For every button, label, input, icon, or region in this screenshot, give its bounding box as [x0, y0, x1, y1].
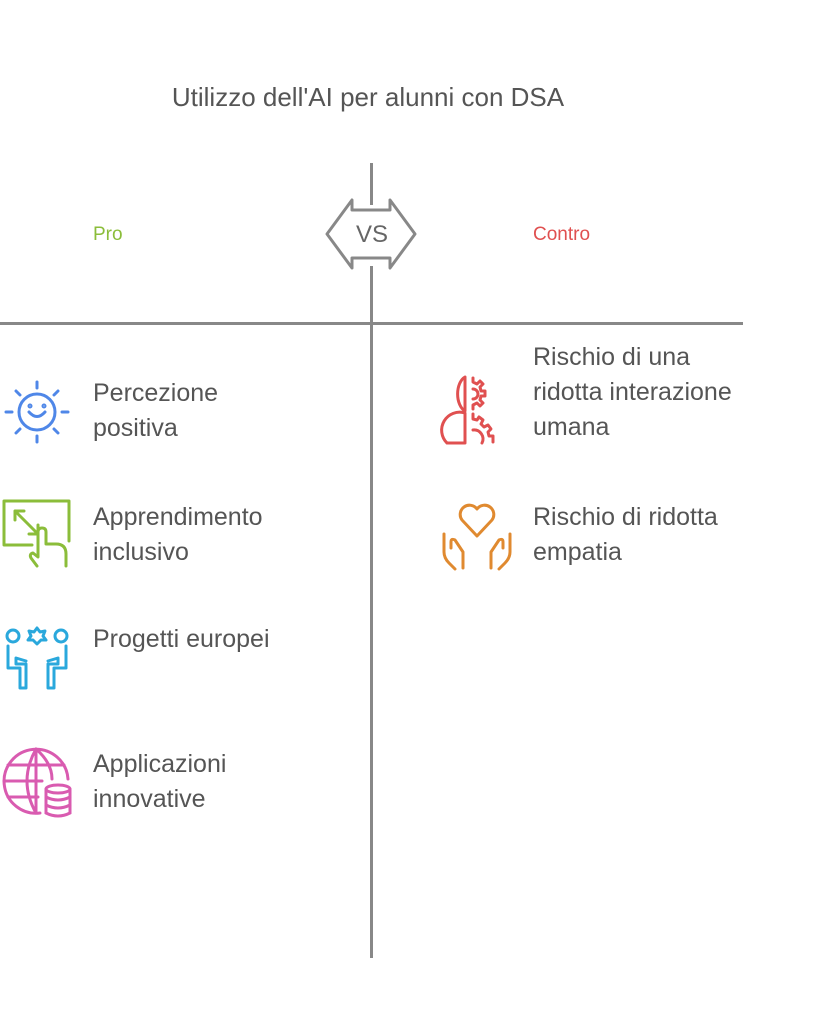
pro-item-applicazioni: Applicazioni innovative: [93, 750, 227, 813]
vs-label: VS: [355, 221, 388, 248]
pro-item-apprendimento: Apprendimento inclusivo: [93, 503, 263, 566]
vs-double-arrow-icon: [325, 198, 417, 270]
pro-item-progetti: Progetti europei: [93, 625, 270, 653]
pro-item-percezione: Percezione positiva: [93, 379, 219, 442]
globe-database-icon: [2, 747, 72, 818]
people-collaboration-icon: [5, 626, 69, 690]
hands-heart-icon: [442, 503, 512, 571]
contro-heading: Contro: [533, 224, 591, 245]
human-machine-icon: [440, 375, 495, 445]
divider-horizontal: [0, 322, 743, 325]
contro-item-empatia: Rischio di ridotta empatia: [533, 503, 718, 566]
pro-heading: Pro: [93, 224, 123, 245]
touch-screen-resize-icon: [2, 499, 71, 568]
divider-vertical: [370, 266, 373, 958]
diagram-title: Utilizzo dell'AI per alunni con DSA: [171, 82, 565, 112]
contro-item-interazione: Rischio di una ridotta interazione umana: [533, 343, 732, 441]
divider-vertical-top: [370, 163, 373, 205]
smiling-sun-icon: [4, 380, 70, 444]
